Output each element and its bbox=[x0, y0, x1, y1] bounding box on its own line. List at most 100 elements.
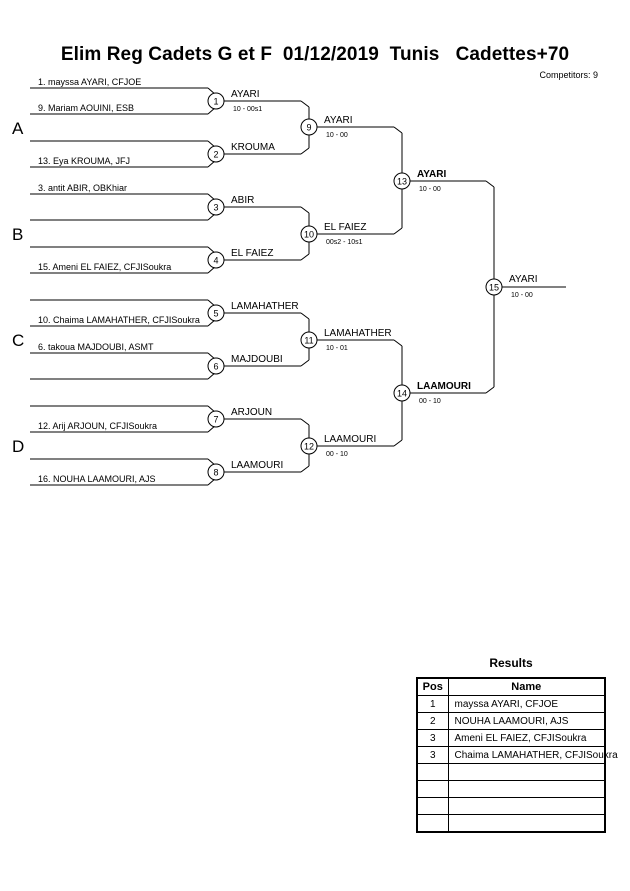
match-number: 6 bbox=[213, 362, 218, 372]
match-number-circle bbox=[300, 225, 318, 243]
match-score: 10 - 00 bbox=[326, 132, 348, 139]
match-number-circle bbox=[300, 331, 318, 349]
entry-name: 12. Arij ARJOUN, CFJISoukra bbox=[38, 421, 157, 431]
match-number-circle bbox=[300, 437, 318, 455]
bracket-line bbox=[300, 418, 310, 426]
match-winner: AYARI bbox=[231, 89, 260, 100]
group-label-c: C bbox=[12, 331, 25, 350]
results-pos bbox=[416, 814, 449, 833]
group-label-a: A bbox=[12, 119, 24, 138]
match-winner: EL FAIEZ bbox=[231, 248, 273, 259]
match-number-circle bbox=[207, 304, 225, 322]
bracket-line bbox=[300, 359, 310, 367]
match-number-circle bbox=[207, 410, 225, 428]
match-number-circle bbox=[207, 92, 225, 110]
bracket-line bbox=[485, 386, 495, 394]
match-number: 10 bbox=[304, 230, 314, 240]
match-number: 4 bbox=[213, 256, 218, 266]
match-number: 14 bbox=[397, 389, 407, 399]
results-header-pos: Pos bbox=[416, 677, 449, 696]
bracket-line bbox=[300, 206, 310, 214]
bracket-line bbox=[300, 100, 310, 108]
results-row bbox=[416, 797, 606, 815]
results-row bbox=[416, 814, 606, 833]
results-name: NOUHA LAAMOURI, AJS bbox=[447, 712, 606, 730]
match-score: 10 - 01 bbox=[326, 345, 348, 352]
match-number: 9 bbox=[306, 123, 311, 133]
entry-name: 9. Mariam AOUINI, ESB bbox=[38, 103, 134, 113]
match-number: 12 bbox=[304, 442, 314, 452]
match-winner: AYARI bbox=[324, 115, 353, 126]
match-number-circle bbox=[393, 384, 411, 402]
results-row bbox=[416, 763, 606, 781]
results-row bbox=[416, 780, 606, 798]
match-number: 13 bbox=[397, 177, 407, 187]
results-name bbox=[447, 814, 606, 833]
match-score: 10 - 00 bbox=[419, 186, 441, 193]
match-winner: ABIR bbox=[231, 195, 254, 206]
match-number-circle bbox=[485, 278, 503, 296]
match-winner: MAJDOUBI bbox=[231, 354, 283, 365]
match-number: 8 bbox=[213, 468, 218, 478]
match-number: 7 bbox=[213, 415, 218, 425]
bracket-line bbox=[485, 180, 495, 188]
match-score: 10 - 00 bbox=[511, 292, 533, 299]
results-name bbox=[447, 797, 606, 815]
results-name bbox=[447, 763, 606, 781]
results-title: Results bbox=[489, 656, 533, 670]
entry-name: 1. mayssa AYARI, CFJOE bbox=[38, 77, 141, 87]
match-winner: LAMAHATHER bbox=[231, 301, 299, 312]
entry-name: 10. Chaima LAMAHATHER, CFJISoukra bbox=[38, 315, 200, 325]
match-winner: ARJOUN bbox=[231, 407, 272, 418]
bracket-line bbox=[300, 465, 310, 473]
results-name: mayssa AYARI, CFJOE bbox=[447, 695, 606, 713]
match-number-circle bbox=[207, 145, 225, 163]
match-number: 15 bbox=[489, 283, 499, 293]
match-number: 1 bbox=[213, 97, 218, 107]
match-winner: KROUMA bbox=[231, 142, 275, 153]
bracket-line bbox=[393, 339, 403, 347]
page-title: Elim Reg Cadets G et F 01/12/2019 Tunis … bbox=[60, 44, 570, 65]
match-number-circle bbox=[300, 118, 318, 136]
match-number: 3 bbox=[213, 203, 218, 213]
match-winner: LAAMOURI bbox=[324, 434, 376, 445]
competitors-count: Competitors: 9 bbox=[539, 70, 598, 80]
results-pos bbox=[416, 797, 449, 815]
match-score: 00s2 - 10s1 bbox=[326, 239, 363, 246]
results-pos: 3 bbox=[416, 729, 449, 747]
results-pos: 2 bbox=[416, 712, 449, 730]
match-number-circle bbox=[207, 198, 225, 216]
entry-name: 13. Eya KROUMA, JFJ bbox=[38, 156, 130, 166]
results-header-name: Name bbox=[447, 677, 606, 696]
match-number-circle bbox=[207, 251, 225, 269]
entry-name: 16. NOUHA LAAMOURI, AJS bbox=[38, 474, 156, 484]
match-winner: AYARI bbox=[509, 274, 538, 285]
entry-name: 6. takoua MAJDOUBI, ASMT bbox=[38, 342, 154, 352]
match-number-circle bbox=[393, 172, 411, 190]
entry-name: 15. Ameni EL FAIEZ, CFJISoukra bbox=[38, 262, 171, 272]
bracket-line bbox=[393, 126, 403, 134]
match-winner: EL FAIEZ bbox=[324, 222, 366, 233]
match-number-circle bbox=[207, 357, 225, 375]
results-pos bbox=[416, 780, 449, 798]
results-name: Ameni EL FAIEZ, CFJISoukra bbox=[447, 729, 606, 747]
match-winner: LAMAHATHER bbox=[324, 328, 392, 339]
match-number-circle bbox=[207, 463, 225, 481]
bracket-line bbox=[393, 227, 403, 235]
results-name bbox=[447, 780, 606, 798]
match-number: 5 bbox=[213, 309, 218, 319]
bracket-line bbox=[300, 147, 310, 155]
results-header-row: Pos Name bbox=[416, 677, 606, 696]
entry-name: 3. antit ABIR, OBKhiar bbox=[38, 183, 127, 193]
match-score: 00 - 10 bbox=[419, 398, 441, 405]
bracket-line bbox=[300, 312, 310, 320]
match-score: 10 - 00s1 bbox=[233, 106, 262, 113]
bracket-line bbox=[300, 253, 310, 261]
results-pos: 1 bbox=[416, 695, 449, 713]
results-name: Chaima LAMAHATHER, CFJISoukra bbox=[447, 746, 618, 764]
bracket-line bbox=[393, 439, 403, 447]
